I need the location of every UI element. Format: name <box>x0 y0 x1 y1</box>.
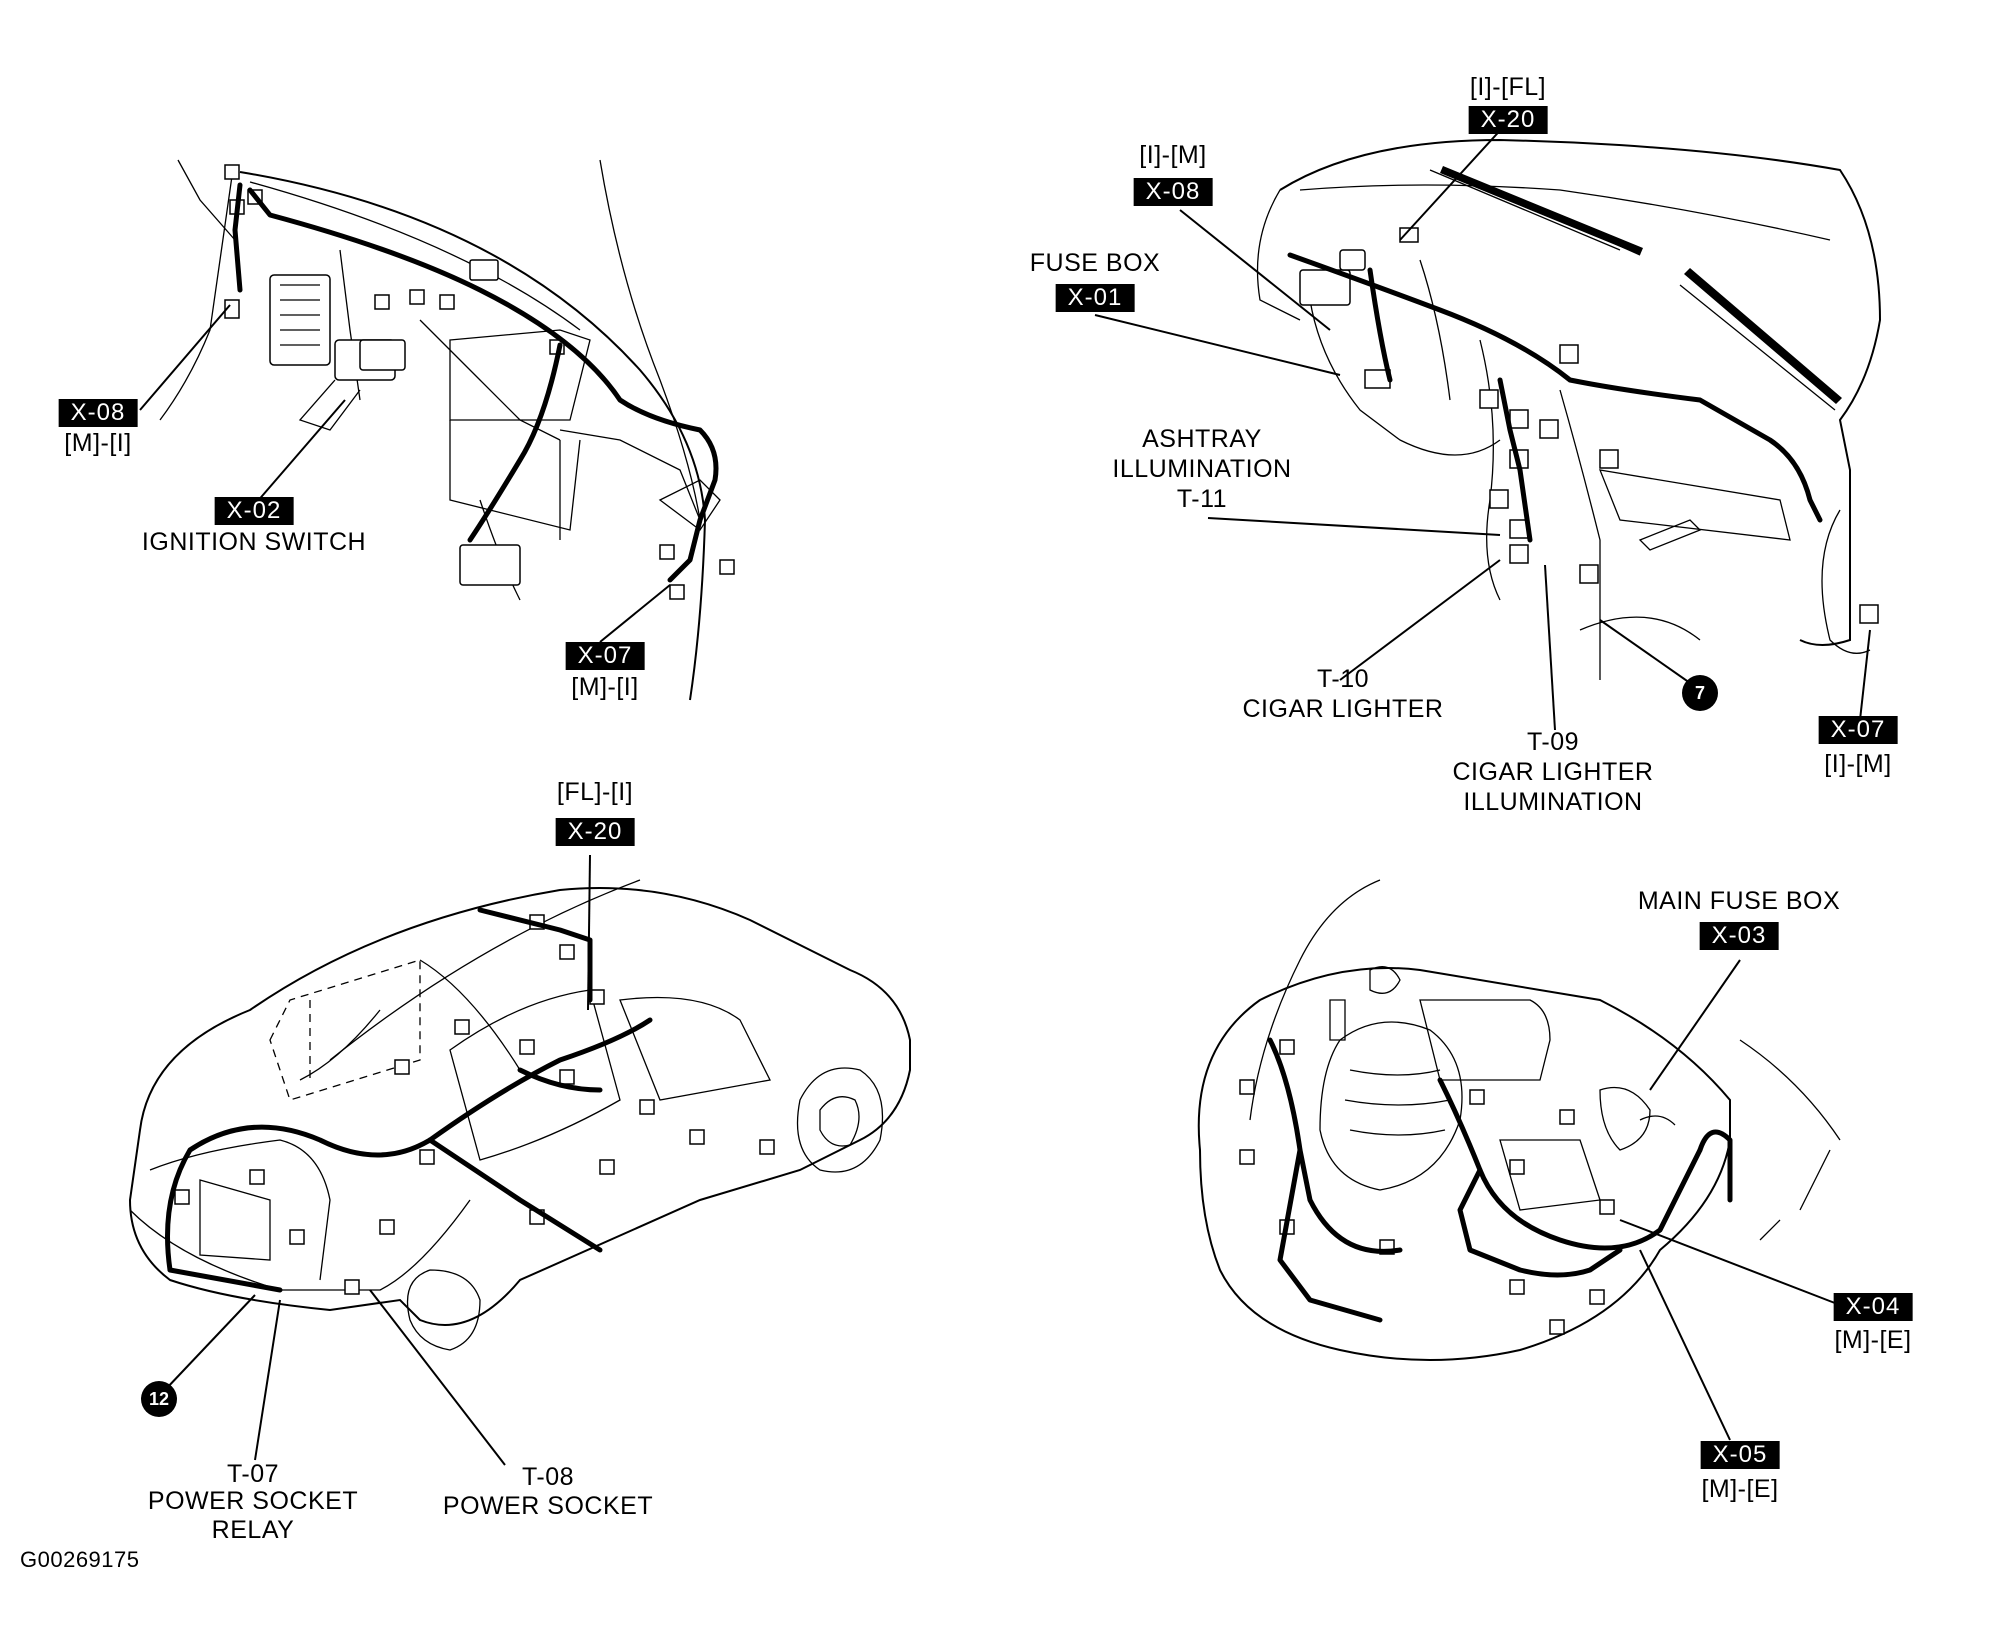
ashtray-label-line2: ILLUMINATION <box>1112 455 1292 483</box>
engine-bay-drawing <box>1197 879 1841 1361</box>
ashtray-label-line1: ASHTRAY <box>1142 425 1262 453</box>
cigar-illum-label-line2: ILLUMINATION <box>1463 788 1643 816</box>
connector-badge-x02: X-02 <box>214 497 294 525</box>
connector-badge-x05: X-05 <box>1700 1441 1780 1469</box>
connector-desc-x20-rear: [FL]-[I] <box>556 778 634 806</box>
connector-desc-x07-right: [I]-[M] <box>1824 750 1892 778</box>
power-socket-relay-label-line2: RELAY <box>211 1516 295 1544</box>
ground-point-7: 7 <box>1682 675 1718 711</box>
dash-right-drawing <box>1256 138 1882 680</box>
connector-desc-x08-right: [I]-[M] <box>1139 141 1207 169</box>
figure-id: G00269175 <box>20 1547 140 1572</box>
connector-badge-x07-left: X-07 <box>565 642 645 670</box>
ground-point-12: 12 <box>141 1381 177 1417</box>
connector-badge-x20-dash: X-20 <box>1468 106 1548 134</box>
cigar-illum-label-line1: CIGAR LIGHTER <box>1452 758 1654 786</box>
connector-badge-x07-right: X-07 <box>1818 716 1898 744</box>
cigar-lighter-code: T-10 <box>1316 665 1370 693</box>
power-socket-label: POWER SOCKET <box>442 1492 654 1520</box>
connector-desc-x05: [M]-[E] <box>1701 1475 1779 1503</box>
power-socket-relay-code: T-07 <box>226 1460 280 1488</box>
ignition-switch-label: IGNITION SWITCH <box>141 528 367 556</box>
fuse-box-label: FUSE BOX <box>1029 249 1161 277</box>
connector-badge-x08-right: X-08 <box>1133 178 1213 206</box>
rear-car-drawing <box>128 879 911 1351</box>
cigar-lighter-label: CIGAR LIGHTER <box>1242 695 1444 723</box>
connector-badge-x03: X-03 <box>1699 922 1779 950</box>
ashtray-label-code: T-11 <box>1176 485 1228 513</box>
connector-desc-x07-left: [M]-[I] <box>571 673 639 701</box>
connector-badge-x20-rear: X-20 <box>555 818 635 846</box>
power-socket-relay-label-line1: POWER SOCKET <box>147 1487 359 1515</box>
dash-left-drawing <box>159 159 735 701</box>
connector-desc-x04: [M]-[E] <box>1834 1326 1912 1354</box>
power-socket-code: T-08 <box>521 1463 575 1491</box>
connector-badge-x04: X-04 <box>1833 1293 1913 1321</box>
connector-desc-x08-left: [M]-[I] <box>64 429 132 457</box>
cigar-illum-code: T-09 <box>1526 728 1580 756</box>
connector-badge-x01: X-01 <box>1055 284 1135 312</box>
main-fuse-box-label: MAIN FUSE BOX <box>1637 887 1841 915</box>
connector-badge-x08-left: X-08 <box>58 399 138 427</box>
connector-desc-x20-dash: [I]-[FL] <box>1469 73 1547 101</box>
